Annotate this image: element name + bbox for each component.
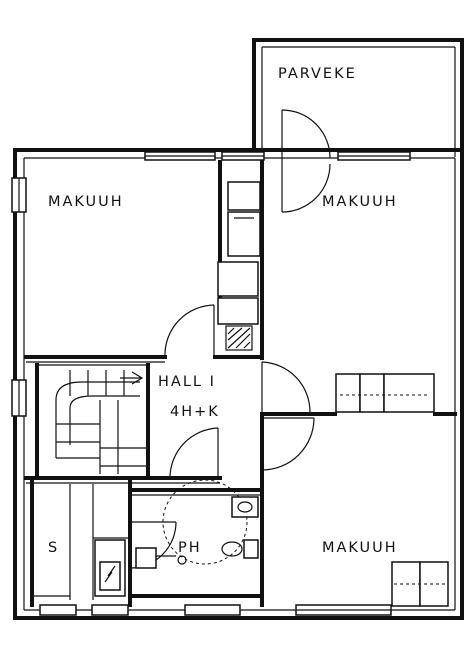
interior-walls [24,160,457,607]
staircase [55,370,148,474]
bathroom-fixtures [94,479,259,597]
bedroom-bottom-right-label: MAKUUH [322,540,398,556]
wardrobes [335,373,449,607]
kitchenette [217,181,261,351]
bathroom-label: PH [178,540,202,556]
bedroom-top-right-label: MAKUUH [322,194,398,210]
windows [11,151,411,616]
apartment-type-label: 4H+K [170,404,220,420]
balcony-label: PARVEKE [278,66,357,82]
bedroom-top-left-label: MAKUUH [48,194,124,210]
room-labels: PARVEKE MAKUUH MAKUUH HALL I 4H+K S PH M… [48,66,398,556]
sauna-label: S [48,540,59,556]
hall-label: HALL I [158,374,216,390]
balcony [252,38,464,159]
